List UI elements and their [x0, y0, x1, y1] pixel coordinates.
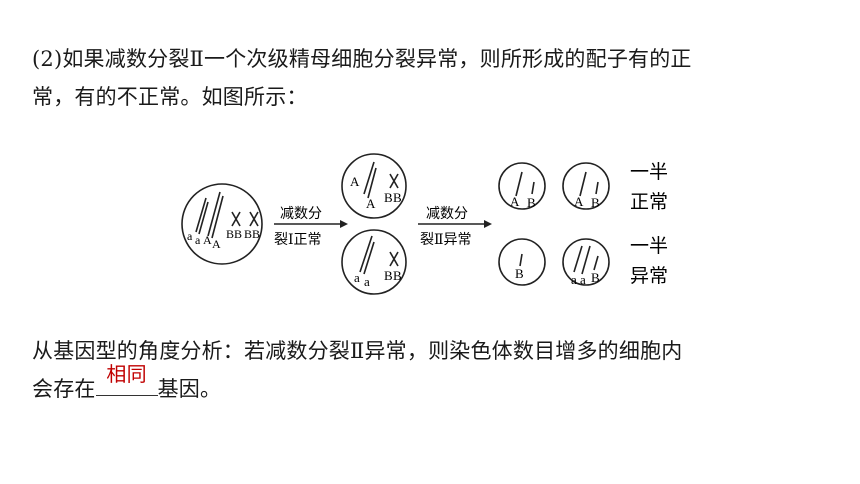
secondary-cell-bottom: a a B B	[341, 229, 407, 295]
gene-label-a5: a	[571, 272, 577, 287]
gene-label-B3: B	[244, 227, 252, 241]
answer-text: 相同	[106, 362, 147, 386]
gene-label-a1: a	[187, 229, 193, 243]
analysis-line-2: 会存在相同基因。	[32, 362, 832, 408]
arrow2-bottom-label: 裂Ⅱ异常	[420, 232, 472, 248]
gene-label-B8: B	[393, 268, 402, 283]
arrow1-top-label: 减数分	[280, 206, 322, 222]
gene-label-A1: A	[203, 233, 212, 247]
result-bottom-line2: 异常	[630, 265, 668, 287]
analysis-line-2-after: 基因。	[157, 377, 222, 401]
gene-label-a3: a	[354, 270, 360, 285]
gene-label-B6: B	[393, 190, 402, 205]
secondary-cell-top: A A B B	[341, 153, 407, 219]
gene-label-B1: B	[226, 227, 234, 241]
gene-label-B12: B	[591, 270, 600, 285]
result-top-line1: 一半	[630, 161, 668, 183]
gamete-cell-4: a a B	[562, 238, 610, 287]
gene-label-B11: B	[515, 266, 524, 281]
intro-paragraph: (2)如果减数分裂Ⅱ一个次级精母细胞分裂异常，则所形成的配子有的正 常，有的不正…	[32, 40, 832, 116]
answer-blank: 相同	[95, 362, 158, 396]
result-bottom-line1: 一半	[630, 235, 668, 257]
gene-label-A3: A	[350, 174, 360, 189]
analysis-paragraph: 从基因型的角度分析：若减数分裂Ⅱ异常，则染色体数目增多的细胞内 会存在相同基因。	[32, 332, 832, 408]
gene-label-B5: B	[384, 190, 393, 205]
arrow-meiosis-1: 减数分 裂Ⅰ正常	[274, 206, 348, 248]
gene-label-B10: B	[591, 195, 600, 210]
gene-label-A2: A	[212, 237, 221, 251]
intro-line-2: 常，有的不正常。如图所示：	[32, 85, 308, 109]
analysis-line-1: 从基因型的角度分析：若减数分裂Ⅱ异常，则染色体数目增多的细胞内	[32, 339, 683, 363]
gene-label-a2: a	[195, 233, 201, 247]
arrow2-top-label: 减数分	[426, 206, 468, 222]
gene-label-A4: A	[366, 196, 376, 211]
gene-label-B4: B	[252, 227, 260, 241]
meiosis-diagram: a a A A B B B B 减数分 裂Ⅰ正常 A A B B a a B B	[181, 153, 668, 295]
analysis-line-2-before: 会存在	[32, 377, 96, 401]
gene-label-B7: B	[384, 268, 393, 283]
gamete-cell-1: A B	[498, 162, 546, 210]
gene-label-a4: a	[364, 274, 370, 289]
result-top-line2: 正常	[630, 191, 668, 213]
gene-label-B2: B	[234, 227, 242, 241]
gene-label-A6: A	[574, 194, 584, 209]
arrow1-bottom-label: 裂Ⅰ正常	[274, 232, 322, 248]
gamete-cell-3: B	[498, 238, 546, 286]
gene-label-B9: B	[527, 195, 536, 210]
arrow-meiosis-2: 减数分 裂Ⅱ异常	[418, 206, 492, 248]
parent-cell: a a A A B B B B	[181, 183, 263, 265]
gene-label-A5: A	[510, 194, 520, 209]
intro-line-1: (2)如果减数分裂Ⅱ一个次级精母细胞分裂异常，则所形成的配子有的正	[32, 47, 692, 71]
gamete-cell-2: A B	[562, 162, 610, 210]
gene-label-a6: a	[580, 272, 586, 287]
